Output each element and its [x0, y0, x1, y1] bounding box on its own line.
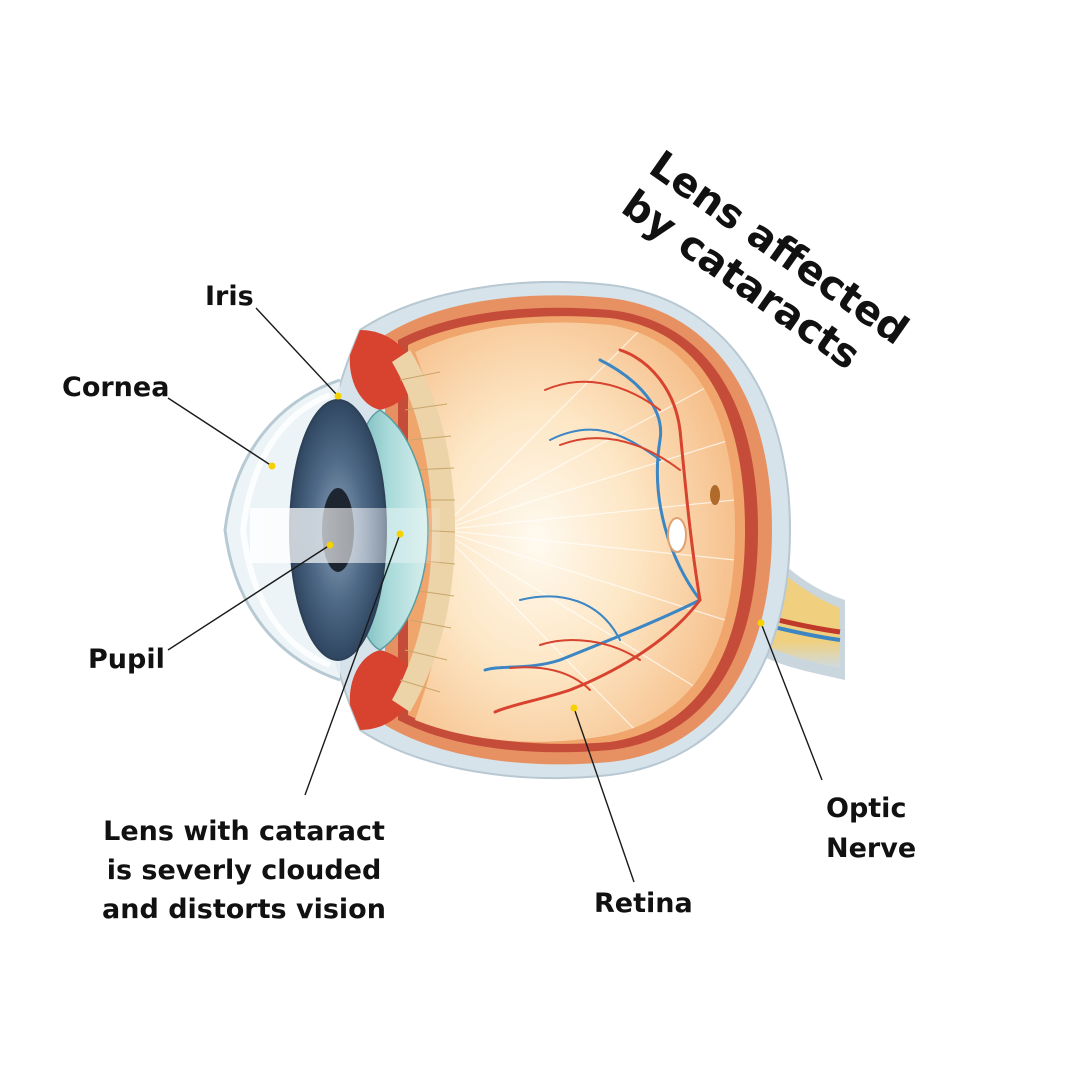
pupil-label: Pupil	[88, 644, 165, 675]
pupil-marker	[326, 541, 334, 549]
optic-nerve-label-line-1: Optic	[826, 793, 906, 824]
leader-lines	[167, 307, 823, 883]
cornea-label: Cornea	[62, 372, 169, 403]
marker-dots	[268, 392, 765, 712]
retina-label: Retina	[594, 888, 693, 919]
optic-nerve-label-line-2: Nerve	[826, 833, 916, 864]
iris-label: Iris	[205, 281, 254, 312]
retinal-vessels	[483, 348, 720, 714]
lens-label-line-1: Lens with cataract	[103, 816, 385, 847]
cornea-marker	[268, 462, 276, 470]
optic-nerve-marker	[757, 619, 765, 627]
lens-label-line-2: is severly clouded	[107, 855, 382, 886]
iris-marker	[334, 392, 342, 400]
ciliary-body	[349, 330, 456, 730]
retina-marker	[570, 704, 578, 712]
optic-nerve-label: Optic Nerve	[826, 793, 916, 864]
lens-label: Lens with cataract is severly clouded an…	[102, 816, 386, 925]
lens-marker	[396, 530, 404, 538]
light-beam	[250, 508, 440, 563]
lens-label-line-3: and distorts vision	[102, 894, 386, 925]
